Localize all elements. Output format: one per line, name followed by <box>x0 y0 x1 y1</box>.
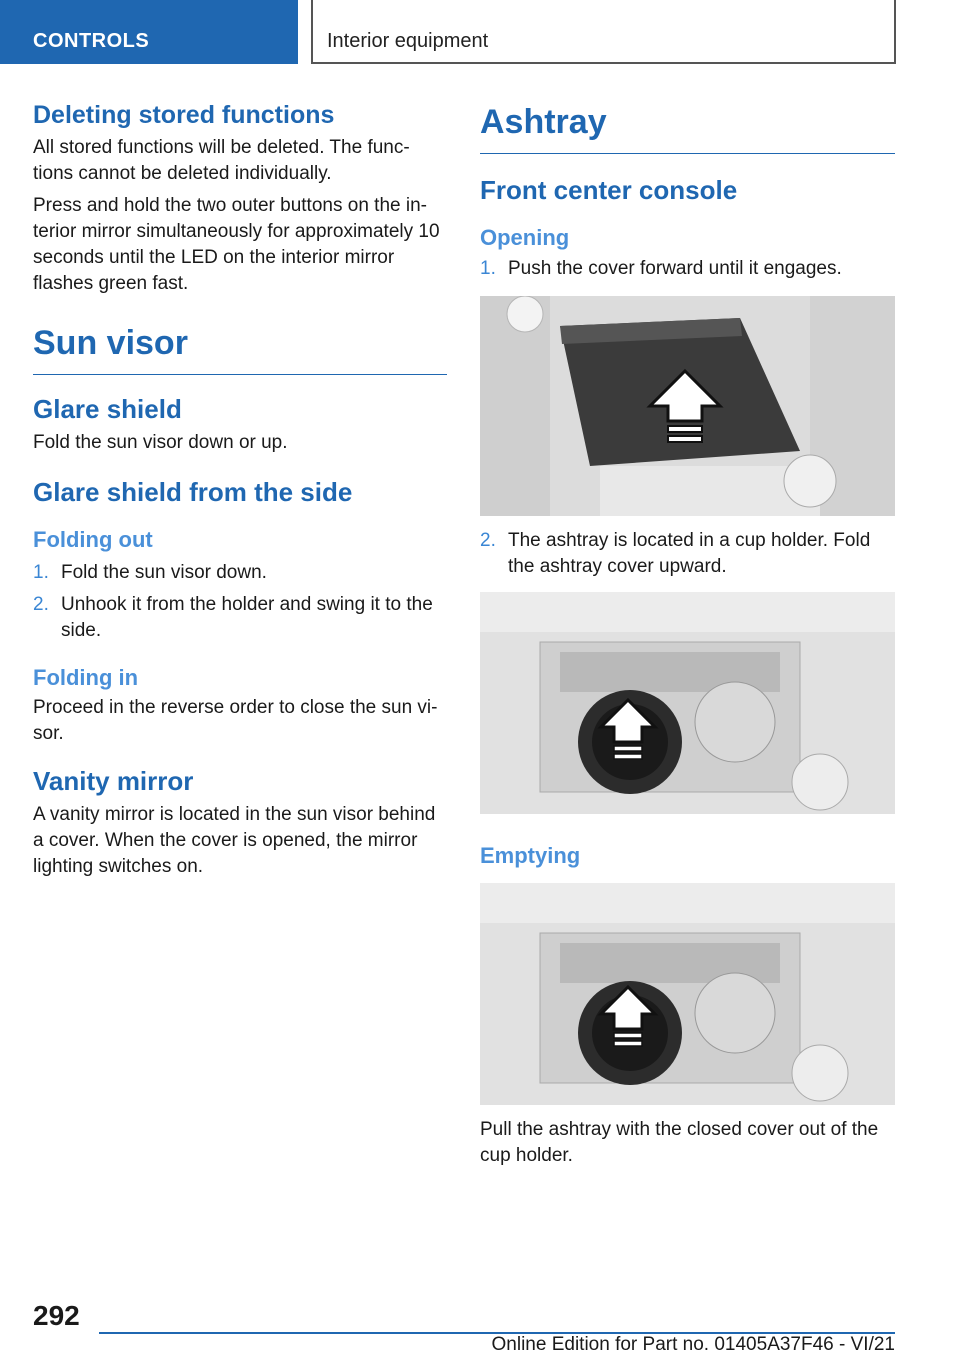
folding-out-steps: 1. Fold the sun visor down. 2. Unhook it… <box>33 560 447 644</box>
step-text: The ashtray is located in a cup holder. … <box>508 529 871 577</box>
console-cover-image <box>480 295 895 516</box>
header-chapter-title: Interior equipment <box>311 0 896 64</box>
list-item: 2. Unhook it from the holder and swing i… <box>33 592 447 644</box>
deleting-paragraph-2: Press and hold the two outer buttons on … <box>33 195 440 295</box>
vanity-mirror-text: A vanity mirror is located in the sun vi… <box>33 803 436 877</box>
emptying-text: Pull the ashtray with the closed cover o… <box>480 1119 879 1167</box>
heading-glare-shield: Glare shield <box>33 394 182 425</box>
right-column: Ashtray Front center console Opening 1. … <box>480 100 895 1169</box>
footer-edition-text: Online Edition for Part no. 01405A37F46 … <box>491 1334 895 1355</box>
heading-vanity-mirror: Vanity mirror <box>33 766 194 797</box>
footer-rule <box>99 1332 895 1334</box>
heading-opening: Opening <box>480 225 570 251</box>
step-text: Fold the sun visor down. <box>61 561 267 583</box>
list-item: 1. Fold the sun visor down. <box>33 560 447 586</box>
heading-folding-out: Folding out <box>33 527 153 553</box>
heading-ashtray: Ashtray <box>480 102 895 154</box>
header-section-label: CONTROLS <box>0 0 298 64</box>
heading-sun-visor: Sun visor <box>33 323 447 376</box>
ashtray-emptying-image <box>480 883 895 1106</box>
page-number: 292 <box>33 1300 80 1331</box>
folding-in-text: Proceed in the reverse order to close th… <box>33 697 438 745</box>
step-number: 2. <box>33 593 49 615</box>
deleting-paragraph-1: All stored functions will be deleted. Th… <box>33 137 410 185</box>
opening-steps-1: 1. Push the cover forward until it engag… <box>480 256 895 282</box>
heading-front-center-console: Front center console <box>480 174 738 205</box>
heading-glare-shield-side: Glare shield from the side <box>33 476 353 507</box>
ashtray-cover-image <box>480 591 895 814</box>
opening-steps-2: 2. The ashtray is located in a cup holde… <box>480 528 895 580</box>
left-column: Deleting stored functions All stored fun… <box>33 100 447 880</box>
step-number: 1. <box>33 561 49 583</box>
step-text: Push the cover forward until it engages. <box>508 257 842 279</box>
heading-emptying: Emptying <box>480 842 581 868</box>
list-item: 2. The ashtray is located in a cup holde… <box>480 528 895 580</box>
step-number: 2. <box>480 529 496 551</box>
heading-folding-in: Folding in <box>33 664 139 690</box>
list-item: 1. Push the cover forward until it engag… <box>480 256 895 282</box>
step-text: Unhook it from the holder and swing it t… <box>61 593 433 641</box>
step-number: 1. <box>480 257 496 279</box>
heading-deleting-stored-functions: Deleting stored functions <box>33 101 335 129</box>
glare-shield-text: Fold the sun visor down or up. <box>33 431 288 453</box>
